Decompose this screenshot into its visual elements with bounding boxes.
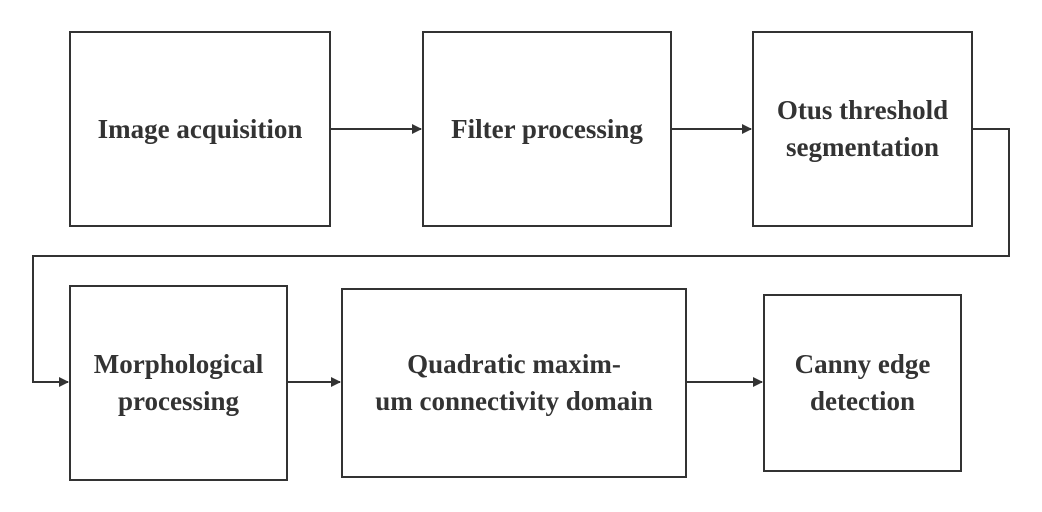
arrow-otus-threshold-segmentation-to-morphological-processing	[32, 128, 1010, 387]
node-image-acquisition: Image acquisition	[69, 31, 331, 227]
node-label-line: Quadratic maxim-	[407, 349, 621, 379]
node-label-line: processing	[117, 386, 239, 416]
node-canny-edge-detection: Canny edge detection	[763, 294, 962, 472]
node-label-line: Image acquisition	[97, 113, 303, 144]
node-label-line: segmentation	[786, 132, 939, 162]
node-label-line: Canny edge	[794, 349, 931, 379]
node-morphological-processing: Morphological processing	[69, 285, 288, 481]
node-label-line: detection	[810, 386, 915, 416]
node-label-line: Filter processing	[451, 113, 643, 144]
node-label-line: Otus threshold	[776, 95, 949, 125]
node-quadratic-maximum-connectivity-domain: Quadratic maxim- um connectivity domain	[341, 288, 687, 478]
node-label-line: Morphological	[93, 349, 264, 379]
node-filter-processing: Filter processing	[422, 31, 672, 227]
node-otus-threshold-segmentation: Otus threshold segmentation	[752, 31, 973, 227]
node-label-line: um connectivity domain	[375, 386, 653, 416]
